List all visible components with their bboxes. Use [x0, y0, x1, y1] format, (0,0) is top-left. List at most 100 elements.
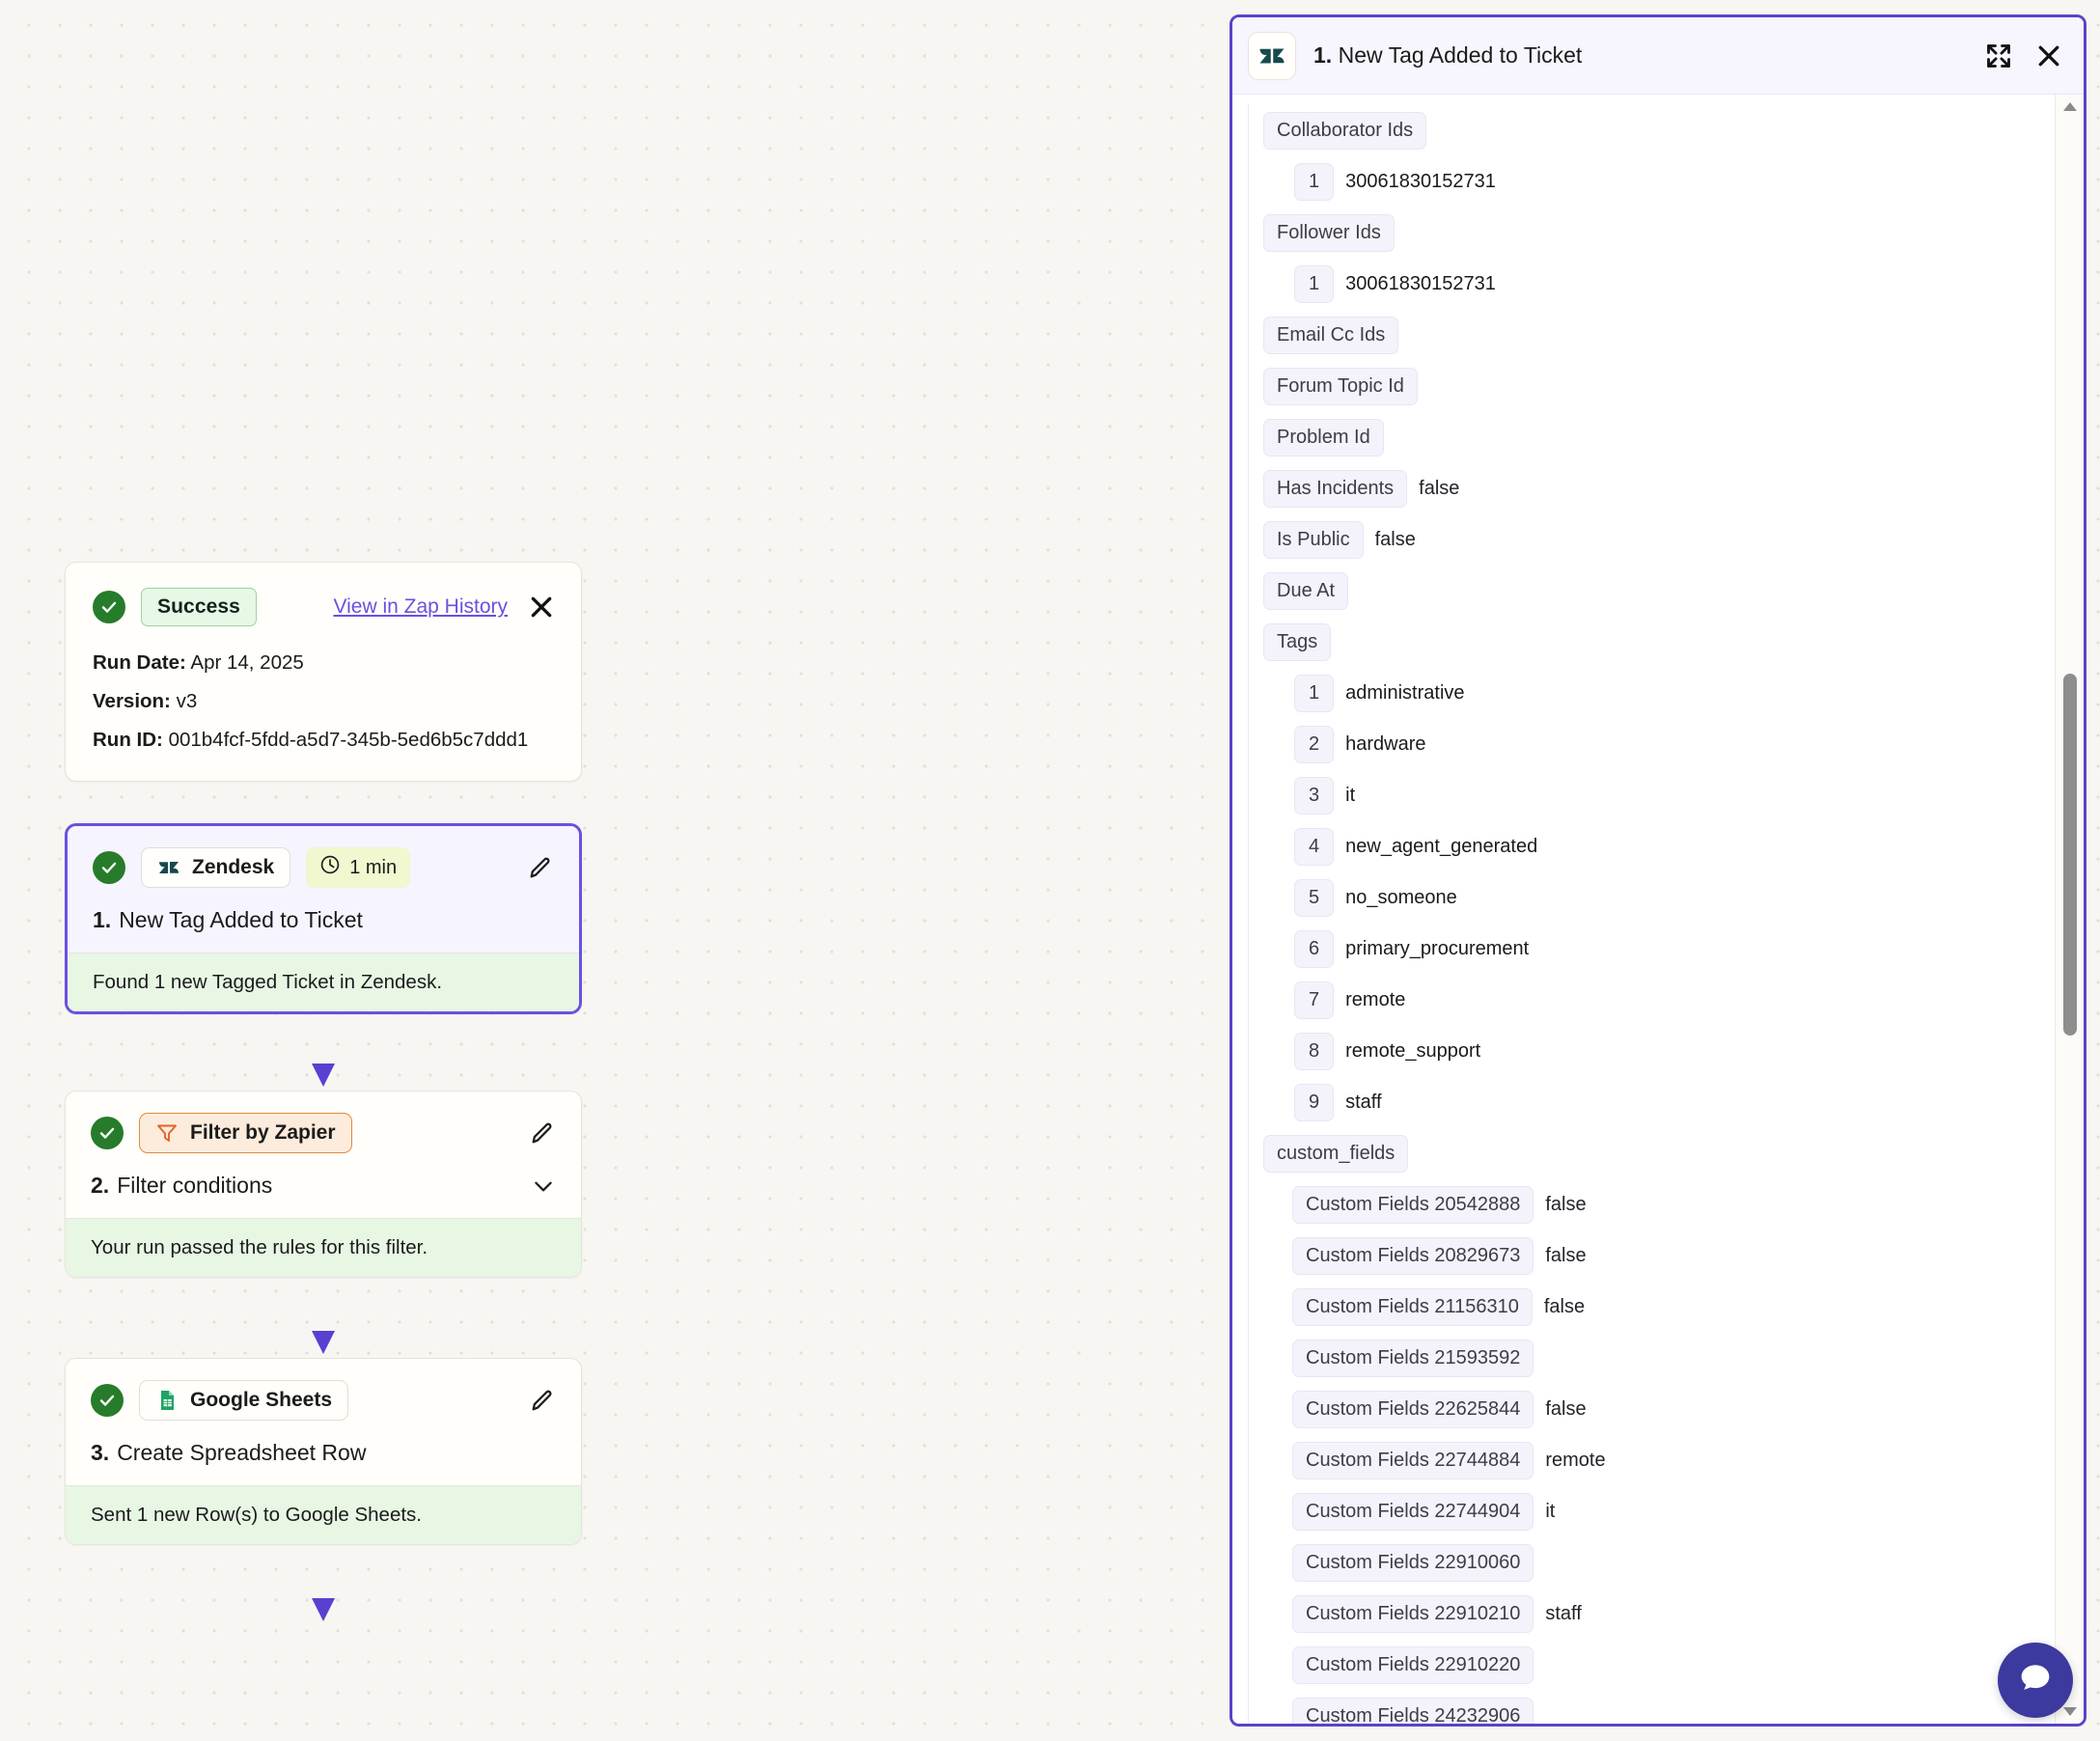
array-index: 1	[1294, 675, 1335, 712]
field-value: false	[1374, 529, 1416, 550]
field-value: false	[1543, 1296, 1586, 1317]
run-id-value: 001b4fcf-5fdd-a5d7-345b-5ed6b5c7ddd1	[168, 729, 529, 751]
step-number: 3.	[91, 1440, 110, 1465]
field-value: it	[1545, 1501, 1556, 1522]
chat-bubble-button[interactable]	[1998, 1643, 2073, 1718]
step-card-google-sheets[interactable]: Google Sheets 3. Create Spreadsheet Row …	[65, 1358, 582, 1545]
success-check-icon	[91, 1384, 124, 1417]
edit-icon[interactable]	[529, 1119, 556, 1147]
array-index: 8	[1294, 1033, 1335, 1070]
scroll-up-icon[interactable]	[2063, 102, 2077, 111]
chat-bubble-icon	[2015, 1658, 2056, 1703]
data-field-row: Custom Fields 21593592	[1292, 1340, 2055, 1377]
google-sheets-icon	[155, 1389, 179, 1412]
expand-icon[interactable]	[1985, 42, 2012, 69]
close-icon[interactable]	[2035, 42, 2062, 69]
scrollbar-thumb[interactable]	[2063, 674, 2077, 1036]
array-value: 30061830152731	[1345, 273, 1496, 294]
filter-icon	[155, 1121, 179, 1145]
panel-title-text: New Tag Added to Ticket	[1338, 42, 1583, 68]
data-field-row: Custom Fields 24232906	[1292, 1698, 2055, 1724]
panel-scrollbar[interactable]	[2055, 95, 2084, 1724]
array-value: new_agent_generated	[1345, 836, 1538, 857]
step-header: Filter by Zapier 2. Filter conditions	[66, 1092, 581, 1218]
field-key: Custom Fields 20829673	[1292, 1237, 1534, 1275]
array-value: it	[1345, 785, 1356, 806]
edit-icon[interactable]	[529, 1387, 556, 1414]
step-result-message: Your run passed the rules for this filte…	[66, 1218, 581, 1277]
array-index: 5	[1294, 879, 1335, 917]
step-header: Zendesk 1 min	[68, 826, 579, 953]
array-index: 1	[1294, 163, 1335, 201]
data-field-row: Custom Fields 22910220	[1292, 1646, 2055, 1684]
step-header-row: Google Sheets	[91, 1380, 556, 1421]
version-row: Version: v3	[93, 690, 554, 713]
data-array-item: 1 30061830152731	[1294, 163, 2055, 201]
step-title-text: New Tag Added to Ticket	[119, 907, 363, 932]
run-id-row: Run ID: 001b4fcf-5fdd-a5d7-345b-5ed6b5c7…	[93, 729, 554, 752]
array-value: administrative	[1345, 682, 1465, 704]
data-field-row: Custom Fields 20829673 false	[1292, 1237, 2055, 1275]
field-key: Custom Fields 21593592	[1292, 1340, 1534, 1377]
panel-header: 1. New Tag Added to Ticket	[1232, 17, 2084, 95]
field-key: custom_fields	[1263, 1135, 1409, 1173]
field-value: remote	[1545, 1450, 1606, 1471]
data-field-row: Email Cc Ids	[1263, 317, 2055, 354]
field-value: false	[1545, 1245, 1587, 1266]
step-title: 1. New Tag Added to Ticket	[93, 907, 554, 933]
panel-header-actions	[1985, 42, 2062, 69]
run-summary-card: Success View in Zap History Run Date: Ap…	[65, 562, 582, 782]
data-array-item: 1 administrative	[1294, 675, 2055, 712]
run-date-row: Run Date: Apr 14, 2025	[93, 651, 554, 675]
edit-icon[interactable]	[527, 854, 554, 881]
array-index: 2	[1294, 726, 1335, 763]
array-value: primary_procurement	[1345, 938, 1530, 959]
step-number: 1.	[93, 907, 112, 932]
run-summary-details: Run Date: Apr 14, 2025 Version: v3 Run I…	[93, 651, 554, 752]
data-field-row: Custom Fields 22910060	[1292, 1544, 2055, 1582]
field-value: false	[1545, 1398, 1587, 1420]
array-value: hardware	[1345, 733, 1426, 755]
field-key: Tags	[1263, 623, 1332, 661]
data-field-row: Tags	[1263, 623, 2055, 661]
scroll-down-icon[interactable]	[2063, 1707, 2077, 1716]
data-array-item: 2 hardware	[1294, 726, 2055, 763]
array-value: 30061830152731	[1345, 171, 1496, 192]
step-number: 2.	[91, 1173, 110, 1198]
data-field-row: Custom Fields 22744884 remote	[1292, 1442, 2055, 1479]
step-title: 3. Create Spreadsheet Row	[91, 1440, 556, 1466]
field-key: Custom Fields 22744884	[1292, 1442, 1534, 1479]
step-result-message: Found 1 new Tagged Ticket in Zendesk.	[68, 953, 579, 1011]
field-value: false	[1419, 478, 1460, 499]
zap-canvas: Success View in Zap History Run Date: Ap…	[65, 562, 582, 1621]
field-key: Collaborator Ids	[1263, 112, 1427, 150]
array-index: 3	[1294, 777, 1335, 815]
panel-title: 1. New Tag Added to Ticket	[1313, 42, 1582, 69]
field-key: Custom Fields 24232906	[1292, 1698, 1534, 1724]
step-card-zendesk[interactable]: Zendesk 1 min	[65, 823, 582, 1014]
array-index: 9	[1294, 1084, 1335, 1121]
field-key: Due At	[1263, 572, 1349, 610]
field-key: Custom Fields 22625844	[1292, 1391, 1534, 1428]
step-card-filter[interactable]: Filter by Zapier 2. Filter conditions	[65, 1091, 582, 1278]
chevron-down-icon[interactable]	[531, 1174, 556, 1199]
status-badge: Success	[141, 588, 257, 626]
array-value: remote_support	[1345, 1040, 1481, 1062]
field-key: Custom Fields 22910060	[1292, 1544, 1534, 1582]
success-check-icon	[93, 851, 125, 884]
data-field-row: custom_fields	[1263, 1135, 2055, 1173]
view-in-zap-history-link[interactable]: View in Zap History	[333, 595, 508, 618]
run-date-value: Apr 14, 2025	[190, 651, 304, 674]
close-icon[interactable]	[529, 594, 554, 620]
